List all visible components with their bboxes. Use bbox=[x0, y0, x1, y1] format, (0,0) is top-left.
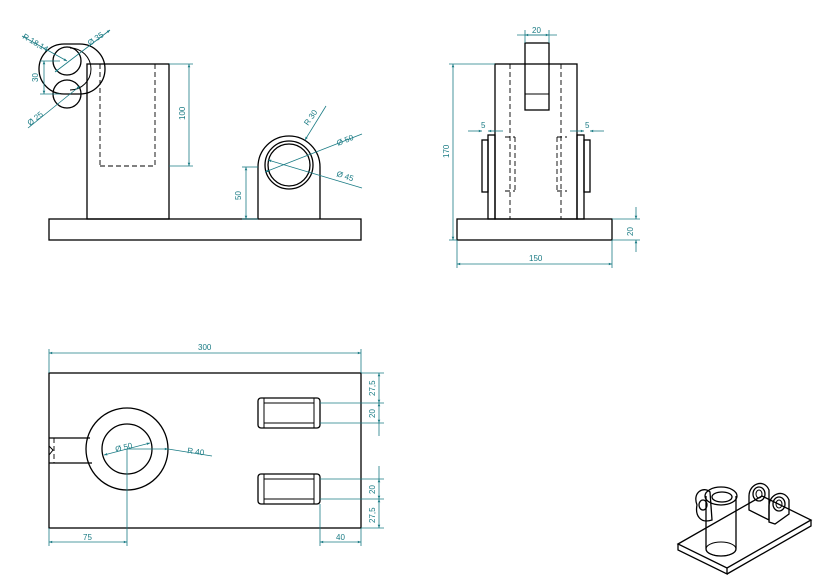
front-view: R 18,14 Ø 35 30 Ø 25 100 R 30 Ø 50 bbox=[21, 29, 363, 241]
dim-text: 100 bbox=[178, 106, 187, 120]
side-dim-base-width: 150 bbox=[456, 240, 613, 268]
dim-text: 50 bbox=[234, 191, 243, 200]
front-dim-slot-radius: R 18,14 bbox=[21, 32, 68, 62]
dim-text: 170 bbox=[442, 144, 451, 158]
dim-text: R 18,14 bbox=[21, 32, 50, 54]
top-dim-center-offset: 75 bbox=[48, 449, 128, 546]
iso-lugs bbox=[748, 482, 790, 525]
isometric-view bbox=[676, 482, 813, 576]
dim-text: Ø 50 bbox=[114, 441, 134, 454]
side-dim-base-thickness: 20 bbox=[612, 207, 640, 252]
side-left-lug bbox=[481, 134, 496, 220]
front-dim-cyl-height: 100 bbox=[169, 63, 193, 167]
dim-text: 27,5 bbox=[368, 507, 377, 523]
top-dim-boss-radius: R 40 bbox=[127, 446, 213, 457]
dim-text: Ø 50 bbox=[335, 133, 355, 148]
iso-base-plate bbox=[676, 495, 813, 576]
side-view: 20 5 5 170 20 150 bbox=[442, 26, 640, 268]
side-top-tab bbox=[524, 42, 550, 111]
dim-text: 20 bbox=[532, 26, 541, 35]
dim-text: 150 bbox=[529, 254, 543, 263]
dim-text: 5 bbox=[585, 121, 590, 130]
dim-text: 75 bbox=[83, 533, 92, 542]
side-right-lug bbox=[576, 134, 591, 220]
top-base-plate bbox=[48, 372, 362, 529]
front-dim-boss-height: 50 bbox=[234, 166, 258, 220]
dim-text: 20 bbox=[626, 227, 635, 236]
top-dim-right-chain: 27,5 20 20 27,5 bbox=[320, 372, 384, 529]
top-view: 300 27,5 20 20 27,5 Ø 50 R 40 bbox=[48, 343, 384, 546]
side-dim-right-wall: 5 bbox=[570, 121, 604, 133]
top-lug-lower bbox=[257, 473, 321, 505]
dim-text: 20 bbox=[368, 485, 377, 494]
iso-cylinder bbox=[704, 486, 738, 557]
dim-text: 5 bbox=[481, 121, 486, 130]
side-cylinder bbox=[494, 63, 578, 220]
front-cylinder-hidden-bore bbox=[99, 64, 156, 167]
front-dim-slot-dia-top: Ø 35 bbox=[54, 29, 111, 73]
side-dim-tab-width: 20 bbox=[517, 26, 557, 43]
dim-text: 300 bbox=[198, 343, 212, 352]
front-cylinder bbox=[86, 63, 170, 220]
front-dim-boss-inner-dia: Ø 45 bbox=[267, 159, 363, 189]
top-dim-total-length: 300 bbox=[48, 343, 362, 373]
side-dim-total-height: 170 bbox=[442, 63, 495, 241]
front-dim-boss-radius: R 30 bbox=[302, 105, 327, 141]
dim-text: 40 bbox=[336, 533, 345, 542]
side-dim-left-wall: 5 bbox=[468, 121, 503, 133]
dim-text: R 30 bbox=[302, 108, 319, 127]
dim-text: 27,5 bbox=[368, 380, 377, 396]
front-dim-slot-spacing: 30 bbox=[31, 60, 60, 95]
dim-text: 20 bbox=[368, 409, 377, 418]
dim-text: R 40 bbox=[187, 446, 206, 457]
front-slot-link bbox=[38, 43, 106, 109]
dim-text: 30 bbox=[31, 73, 40, 82]
top-lug-upper bbox=[257, 397, 321, 429]
front-base-plate bbox=[48, 218, 362, 241]
front-boss bbox=[257, 135, 321, 219]
top-dim-lug-offset: 40 bbox=[319, 504, 362, 546]
dim-text: Ø 25 bbox=[26, 109, 46, 127]
top-arm bbox=[48, 437, 92, 464]
side-hidden-lines bbox=[505, 64, 567, 219]
side-base-plate bbox=[456, 218, 613, 241]
iso-slot-link bbox=[695, 489, 713, 522]
dim-text: Ø 35 bbox=[86, 30, 106, 48]
